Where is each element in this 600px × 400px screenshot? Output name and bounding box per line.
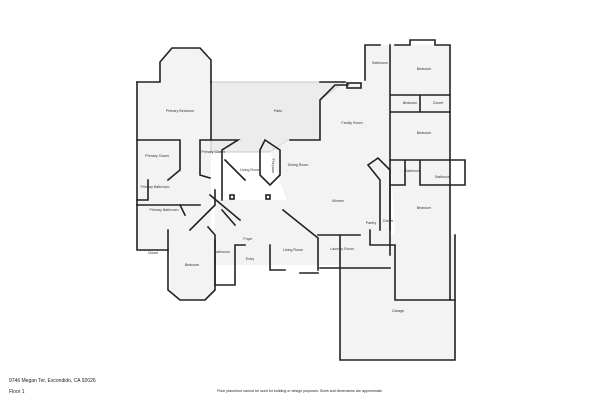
room-label: Bedroom — [417, 67, 432, 71]
room-label: Bathroom — [214, 250, 230, 254]
room-labels: Primary Bedroom Patio Family Room Bathro… — [141, 61, 451, 313]
room-label: Garage — [392, 309, 404, 313]
room-fills — [137, 45, 455, 360]
room-label: Bedroom — [417, 206, 432, 210]
room-label: Living Room — [283, 248, 303, 252]
room-label: Closet — [148, 251, 158, 255]
room-label: Primary Bathroom — [141, 185, 170, 189]
room-label: Primary Closet — [145, 154, 169, 158]
fireplace-label: Fireplace — [271, 159, 275, 174]
room-label: Primary Bathroom — [150, 208, 179, 212]
room-label: Entry — [246, 257, 255, 261]
room-label: Bathroom — [405, 169, 421, 173]
room-label: Living Room — [240, 168, 260, 172]
address-text: 9746 Megan Ter, Escondido, CA 92026 — [9, 378, 96, 384]
room-label: Family Room — [341, 121, 362, 125]
room-label: Bathroom — [372, 61, 388, 65]
room-label: Bathroom — [435, 175, 451, 179]
room-label: Laundry Room — [330, 247, 354, 251]
walls — [136, 39, 466, 361]
room-label: Pantry — [366, 221, 377, 225]
disclaimer-text: Floor plans/tour cannot be used for buil… — [217, 389, 383, 393]
room-label: Closet — [433, 101, 443, 105]
room-label: Bedroom — [417, 131, 432, 135]
room-label: Bedroom — [185, 263, 200, 267]
room-label: Primary Bedroom — [166, 109, 194, 113]
room-label: Patio — [274, 109, 282, 113]
room-label: Primary Closet — [201, 150, 225, 154]
room-label: Dining Room — [288, 163, 309, 167]
room-label: Kitchen — [332, 199, 344, 203]
room-label: Bedroom — [403, 101, 418, 105]
floor-label: Floor 1 — [9, 389, 25, 395]
room-label: Foyer — [243, 237, 253, 241]
room-label: Closet — [383, 219, 393, 223]
